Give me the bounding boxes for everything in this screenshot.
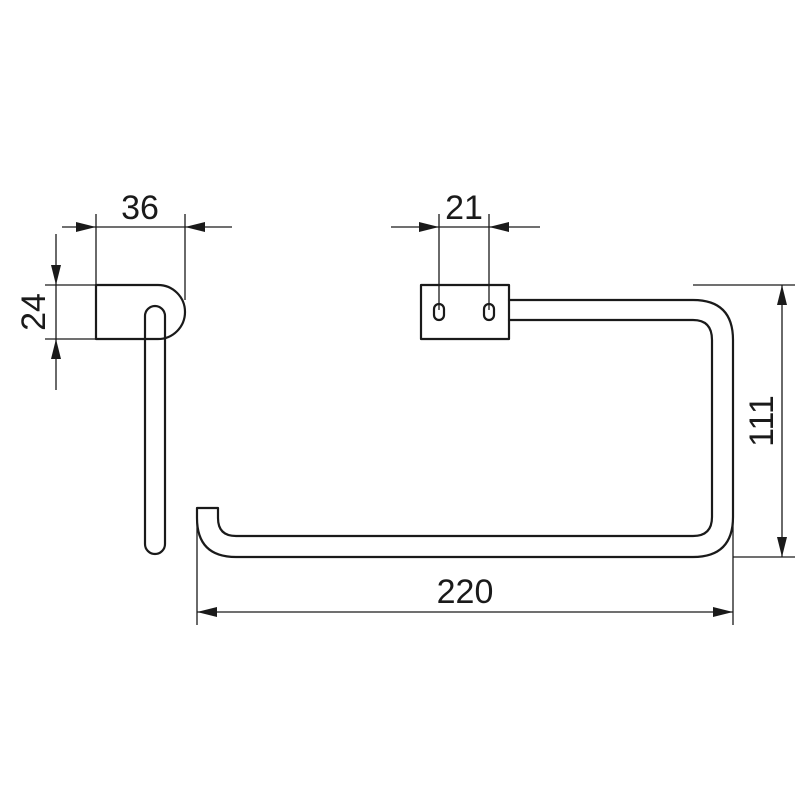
dimension-label-36: 36 xyxy=(121,189,159,227)
dimension-111: 111 xyxy=(693,284,795,558)
dimension-36: 36 xyxy=(62,189,232,300)
arrowhead xyxy=(489,222,509,232)
arrowhead xyxy=(419,222,439,232)
dimension-label-111: 111 xyxy=(743,395,781,447)
arrowhead xyxy=(51,339,61,359)
wall-plate xyxy=(419,283,511,341)
dimension-24: 24 xyxy=(15,234,96,390)
arrowhead xyxy=(51,265,61,285)
arrowhead xyxy=(777,537,787,557)
arrowhead xyxy=(76,222,96,232)
side-mount-block xyxy=(94,283,187,341)
front-view xyxy=(195,283,735,559)
arrowhead xyxy=(197,607,217,617)
dimension-label-220: 220 xyxy=(437,573,494,611)
arrowhead xyxy=(185,222,205,232)
arrowhead xyxy=(777,285,787,305)
side-rod xyxy=(143,304,167,556)
dimension-label-24: 24 xyxy=(15,293,53,331)
dimension-label-21: 21 xyxy=(445,189,483,227)
arrowhead xyxy=(713,607,733,617)
dimension-21: 21 xyxy=(391,189,540,310)
side-view xyxy=(94,283,187,556)
dimension-220: 220 xyxy=(196,517,734,625)
